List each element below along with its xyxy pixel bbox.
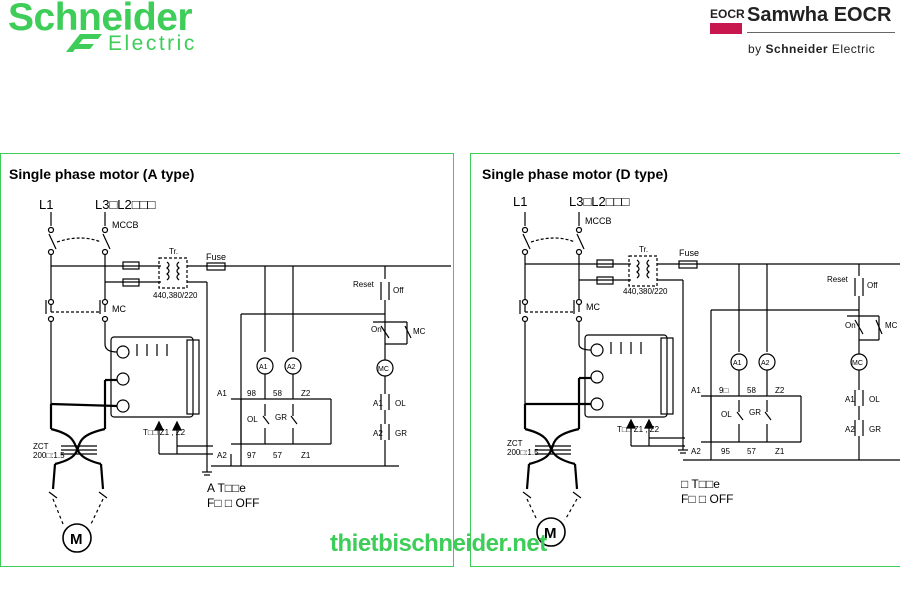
- off-label: Off: [393, 286, 404, 295]
- eocr-badge: EOCR: [710, 6, 745, 34]
- life-is-on-mark-icon: [66, 34, 102, 52]
- coil-ol-label: OL: [395, 399, 406, 408]
- terminal-z2: Z2: [301, 389, 311, 398]
- byline-prefix: by: [748, 42, 762, 56]
- terminal-95: 95: [721, 447, 730, 456]
- wiring-diagram-svg: L1 L3□L2□□□ MCCB Tr. Fuse 440,380/220 MC…: [33, 197, 451, 553]
- terminal-97: 97: [247, 451, 256, 460]
- wiring-diagram-svg: L1 L3□L2□□□ MCCB Tr. Fuse 440,380/220 MC…: [507, 194, 900, 547]
- coil-a2-label: A2: [373, 429, 383, 438]
- fault-line-2: F□ □ OFF: [207, 496, 260, 510]
- lamp-a1-label: A1: [733, 360, 742, 367]
- voltage-label: 440,380/220: [623, 287, 668, 296]
- fuse-label: Fuse: [679, 248, 699, 258]
- z-terminal-note: T□□ Z1 , Z2: [617, 425, 660, 434]
- diagram-panel-a-type: Single phase motor (A type): [0, 153, 454, 567]
- mc-aux-label: MC: [885, 321, 898, 330]
- fuse-label: Fuse: [206, 252, 226, 262]
- diagram-panel-d-type: Single phase motor (D type): [470, 153, 900, 567]
- diagram-title: Single phase motor (A type): [9, 166, 195, 182]
- partner-byline: by Schneider Electric: [748, 42, 875, 56]
- byline-brand: Schneider: [765, 42, 829, 56]
- line-l2-label: L3□L2□□□: [95, 197, 155, 212]
- mc-label: MC: [112, 304, 126, 314]
- reset-label: Reset: [353, 280, 375, 289]
- terminal-z2: Z2: [775, 386, 785, 395]
- mc-aux-label: MC: [413, 327, 426, 336]
- zct-ratio-label: 200□:1.5: [33, 451, 65, 460]
- contact-ol-label: OL: [247, 415, 258, 424]
- rail-a2-label: A2: [691, 447, 701, 456]
- line-l1-label: L1: [39, 197, 53, 212]
- terminal-58: 58: [273, 389, 282, 398]
- terminal-58: 58: [747, 386, 756, 395]
- coil-a1-label: A1: [373, 399, 383, 408]
- terminal-98: 98: [247, 389, 256, 398]
- motor-label: M: [70, 531, 83, 548]
- mc-coil-label: MC: [852, 360, 863, 367]
- zct-ratio-label: 200□:1.5: [507, 448, 539, 457]
- partner-divider: [747, 32, 895, 33]
- diagram-title: Single phase motor (D type): [482, 166, 668, 182]
- rail-a2-label: A2: [217, 451, 227, 460]
- contact-gr-label: GR: [749, 408, 761, 417]
- brand-wordmark: Schneider: [8, 0, 193, 39]
- terminal-z1: Z1: [775, 447, 785, 456]
- terminal-57: 57: [747, 447, 756, 456]
- coil-gr-label: GR: [869, 425, 881, 434]
- coil-gr-label: GR: [395, 429, 407, 438]
- rail-a1-label: A1: [691, 386, 701, 395]
- coil-a1-label: A1: [845, 395, 855, 404]
- terminal-98: 9□: [719, 386, 728, 395]
- transformer-label: Tr.: [639, 245, 648, 254]
- schneider-electric-logo: Schneider Electric: [0, 0, 260, 58]
- off-label: Off: [867, 281, 878, 290]
- coil-a2-label: A2: [845, 425, 855, 434]
- terminal-57: 57: [273, 451, 282, 460]
- line-l1-label: L1: [513, 194, 527, 209]
- lamp-a1-label: A1: [259, 364, 268, 371]
- contact-ol-label: OL: [721, 410, 732, 419]
- contact-gr-label: GR: [275, 413, 287, 422]
- rail-a1-label: A1: [217, 389, 227, 398]
- mc-label: MC: [586, 302, 600, 312]
- line-l2-label: L3□L2□□□: [569, 194, 629, 209]
- samwha-eocr-logo: EOCR Samwha EOCR by Schneider Electric: [700, 0, 900, 60]
- fault-line-2: F□ □ OFF: [681, 492, 734, 506]
- eocr-badge-text: EOCR: [710, 6, 745, 22]
- motor-label: M: [544, 525, 557, 542]
- mccb-label: MCCB: [585, 216, 612, 226]
- brand-subword: Electric: [108, 32, 197, 55]
- zct-label: ZCT: [33, 442, 49, 451]
- coil-ol-label: OL: [869, 395, 880, 404]
- zct-label: ZCT: [507, 439, 523, 448]
- site-watermark: thietbischneider.net: [330, 530, 547, 557]
- lamp-a2-label: A2: [287, 364, 296, 371]
- z-terminal-note: T□□ Z1 , Z2: [143, 428, 186, 437]
- transformer-label: Tr.: [169, 247, 178, 256]
- mccb-label: MCCB: [112, 220, 139, 230]
- terminal-z1: Z1: [301, 451, 311, 460]
- mc-coil-label: MC: [378, 366, 389, 373]
- fault-line-1: A T□□e: [207, 481, 246, 495]
- on-label: On: [371, 325, 382, 334]
- lamp-a2-label: A2: [761, 360, 770, 367]
- reset-label: Reset: [827, 275, 849, 284]
- voltage-label: 440,380/220: [153, 291, 198, 300]
- fault-line-1: □ T□□e: [681, 477, 720, 491]
- partner-name: Samwha EOCR: [747, 4, 892, 26]
- eocr-badge-band: [710, 23, 742, 34]
- byline-suffix: Electric: [831, 42, 876, 56]
- on-label: On: [845, 321, 856, 330]
